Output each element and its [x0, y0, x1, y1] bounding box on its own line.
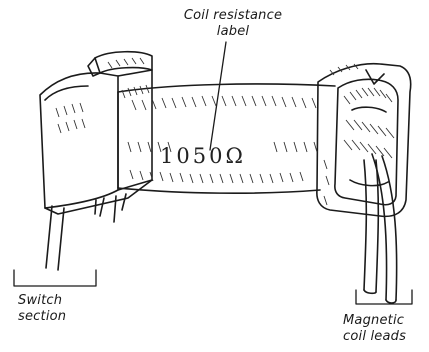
magnetic-coil-leads-label: Magnetic coil leads: [343, 313, 429, 345]
switch-section-label: Switch section: [18, 293, 98, 325]
right-bracket: [317, 64, 411, 217]
coil-resistance-label-line1: Coil resistance: [168, 8, 298, 24]
coil-resistance-label-line2: label: [168, 24, 298, 40]
magnetic-coil-leads: [364, 154, 397, 303]
magnetic-coil-leads-label-line1: Magnetic: [343, 313, 429, 329]
magnetic-coil-leads-label-line2: coil leads: [343, 329, 429, 345]
switch-section-label-line1: Switch: [18, 293, 98, 309]
coil-winding-hatching: [56, 58, 394, 205]
switch-section-label-line2: section: [18, 309, 98, 325]
coil-resistance-label: Coil resistance label: [168, 8, 298, 40]
switch-pins: [46, 194, 126, 270]
coil-resistance-value: 1050Ω: [160, 144, 246, 168]
coil-cylinder: [118, 84, 335, 193]
